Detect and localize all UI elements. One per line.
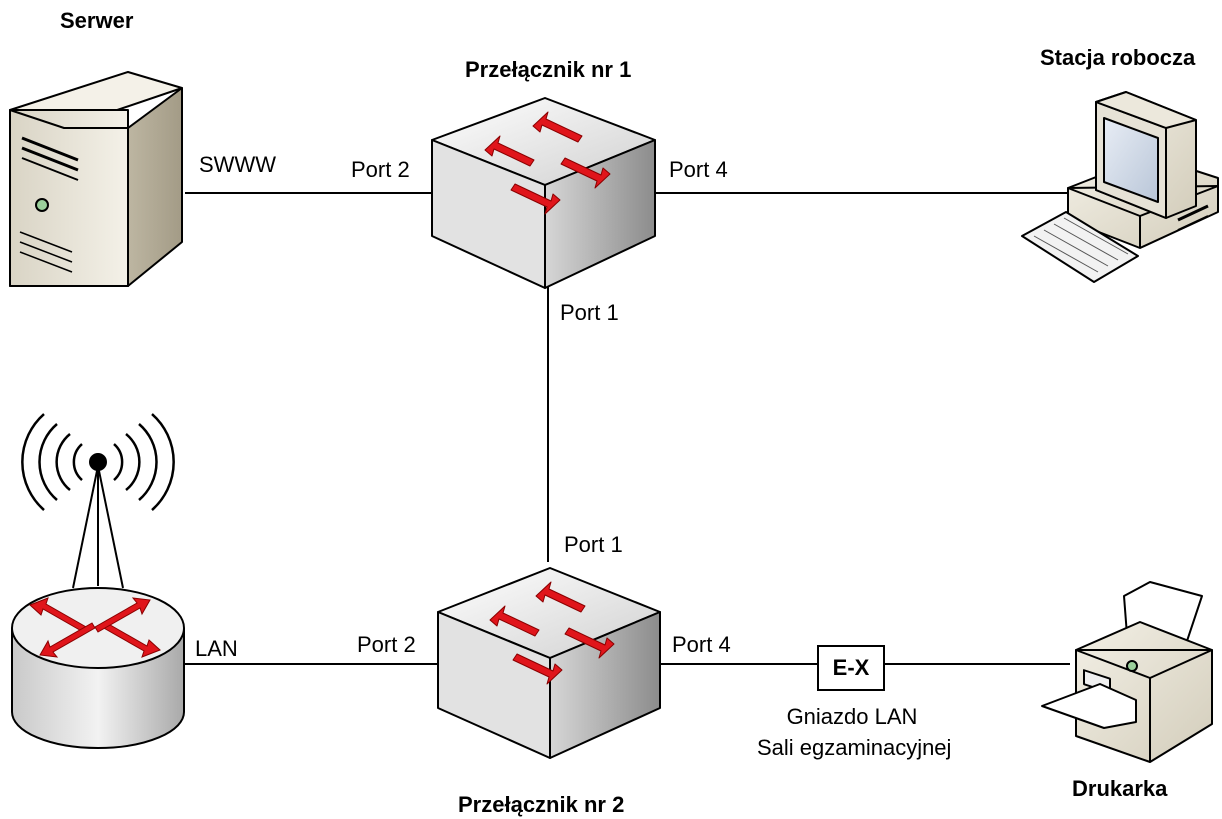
- switch1-port-bottom: Port 1: [560, 300, 619, 325]
- socket-caption-line2: Sali egzaminacyjnej: [757, 735, 952, 760]
- switch2-port-top: Port 1: [564, 532, 623, 557]
- connections: [185, 192, 1070, 665]
- switch2-port-right: Port 4: [672, 632, 731, 657]
- switch1-title: Przełącznik nr 1: [465, 57, 632, 82]
- server-icon: [9, 71, 183, 287]
- switch1-icon: [431, 97, 656, 289]
- server-port-label: SWWW: [199, 152, 276, 177]
- switch2-title: Przełącznik nr 2: [458, 792, 625, 817]
- socket-caption-line1: Gniazdo LAN: [786, 704, 918, 729]
- server-title: Serwer: [60, 8, 134, 33]
- router-icon: [11, 413, 185, 749]
- workstation-icon: [1021, 91, 1219, 283]
- printer-title: Drukarka: [1072, 776, 1168, 801]
- printer-icon: [1041, 581, 1213, 763]
- switch2-port-left: Port 2: [357, 632, 416, 657]
- workstation-title: Stacja robocza: [1040, 45, 1196, 70]
- switch2-icon: [437, 567, 661, 759]
- switch1-port-right: Port 4: [669, 157, 728, 182]
- router-port-label: LAN: [195, 636, 238, 661]
- lan-socket-box: E-X: [817, 645, 885, 691]
- switch1-port-left: Port 2: [351, 157, 410, 182]
